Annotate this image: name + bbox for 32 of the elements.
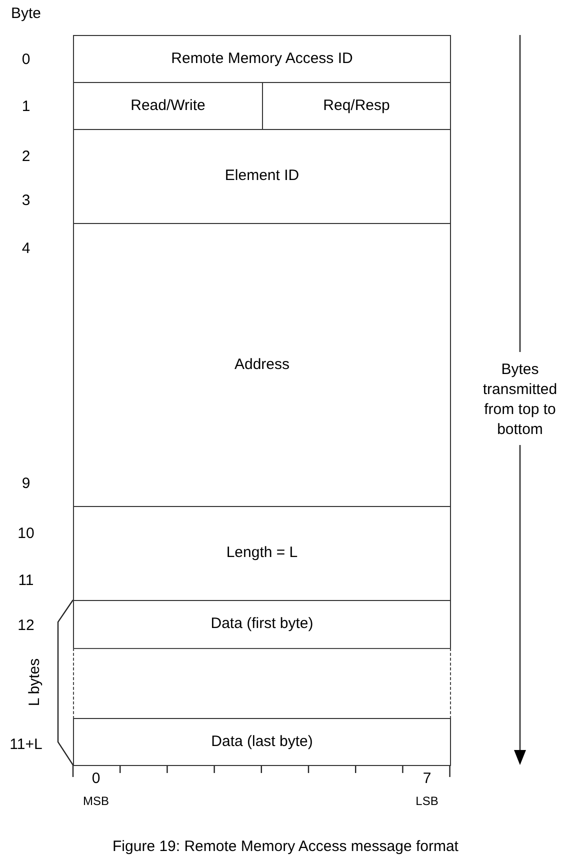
field-name: Length = L bbox=[226, 543, 298, 564]
field-name: Element ID bbox=[224, 166, 300, 186]
field-name: Data (first byte) bbox=[210, 614, 314, 634]
byte-number: 7 bbox=[422, 769, 432, 789]
byte-number: 12 bbox=[16, 616, 36, 636]
byte-number: 0 bbox=[20, 50, 32, 70]
byte-number: 10 bbox=[16, 524, 36, 544]
field-name: Address bbox=[234, 354, 290, 375]
byte-number: 0 bbox=[90, 769, 102, 789]
byte-number: 11+L bbox=[8, 735, 44, 755]
field-box bbox=[73, 506, 451, 601]
field-box bbox=[73, 35, 451, 83]
bracket-label: L bytes bbox=[24, 657, 44, 708]
field-box bbox=[73, 718, 451, 766]
empty-field-box bbox=[73, 648, 451, 719]
byte-number: 1 bbox=[20, 97, 32, 117]
byte-number: 2 bbox=[20, 147, 32, 167]
field-box bbox=[73, 600, 451, 649]
byte-number: 11 bbox=[17, 571, 35, 591]
byte-number: 9 bbox=[20, 474, 32, 494]
bit-label: LSB bbox=[414, 793, 440, 810]
field-name: Remote Memory Access ID bbox=[171, 48, 353, 69]
field-name: Read/Write bbox=[130, 96, 206, 116]
byte-number: 4 bbox=[20, 239, 32, 259]
byte-number: Byte bbox=[10, 4, 42, 24]
field-box bbox=[73, 129, 451, 224]
field-name: Data (last byte) bbox=[211, 732, 313, 752]
field-box bbox=[73, 223, 451, 507]
caption: Figure 19: Remote Memory Access message format bbox=[112, 837, 460, 857]
byte-number: 3 bbox=[20, 191, 32, 211]
field-name: Req/Resp bbox=[323, 96, 390, 116]
bit-label: MSB bbox=[82, 793, 110, 810]
